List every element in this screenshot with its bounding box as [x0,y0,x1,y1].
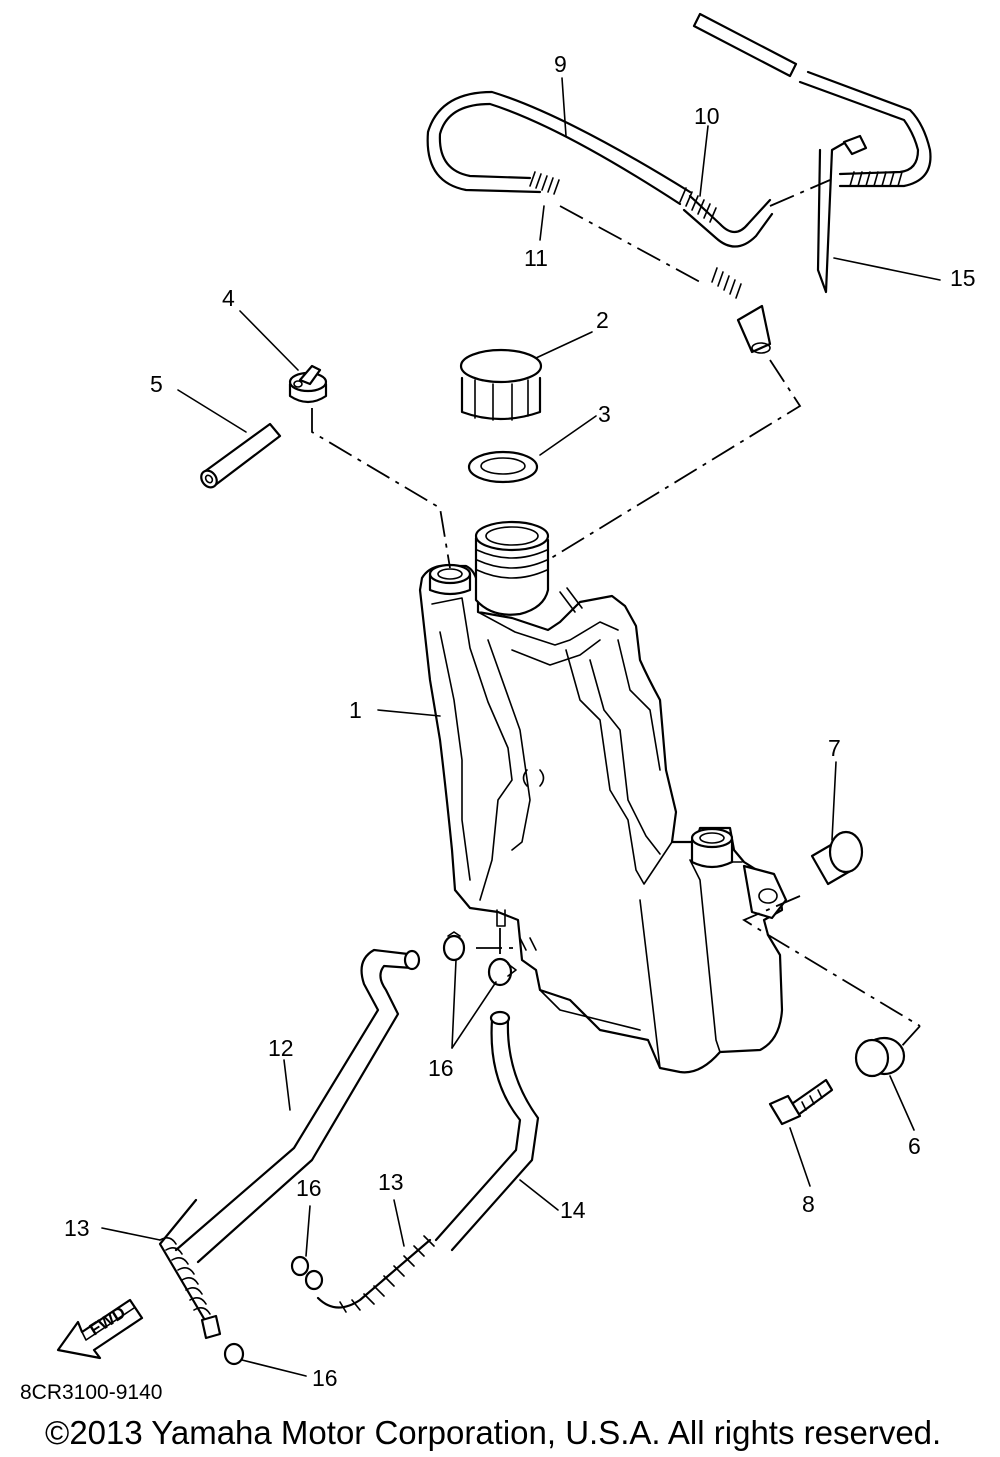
collar [810,830,864,886]
label-part-4: 4 [222,285,235,311]
label-part-1: 1 [349,697,362,723]
breather-fitting [288,364,328,404]
reservoir-cap [459,348,543,421]
label-part-2: 2 [596,307,609,333]
label-part-5: 5 [150,371,163,397]
label-part-8: 8 [802,1191,815,1217]
diagram-code: 8CR3100-9140 [20,1381,162,1404]
hose-clamp [223,931,517,1366]
label-part-11: 11 [524,245,548,271]
label-part-13: 13 [378,1169,404,1195]
reservoir-tank [418,520,788,1074]
spring-hose-left [158,1198,222,1340]
overflow-hose-upper [426,12,932,354]
spring-hose-right [316,1235,435,1313]
label-part-15: 15 [950,265,976,291]
label-part-16: 16 [312,1365,338,1391]
copyright-notice: ©2013 Yamaha Motor Corporation, U.S.A. A… [45,1414,941,1451]
return-hose [434,1010,540,1252]
label-part-10: 10 [694,103,720,129]
connection-lines [311,359,921,1049]
label-part-6: 6 [908,1133,921,1159]
breather-hose-short [200,422,282,489]
grommet [854,1036,906,1078]
label-part-9: 9 [554,51,567,77]
cap-gasket [467,450,539,484]
label-part-16: 16 [296,1175,322,1201]
forward-arrow-icon: FWD [56,1298,144,1360]
label-part-12: 12 [268,1035,294,1061]
drain-hose [174,948,421,1264]
label-part-13: 13 [64,1215,90,1241]
label-part-16: 16 [428,1055,454,1081]
bolt [768,1078,834,1126]
leader-lines [101,77,941,1377]
label-part-7: 7 [828,735,841,761]
label-part-14: 14 [560,1197,586,1223]
label-part-3: 3 [598,401,611,427]
